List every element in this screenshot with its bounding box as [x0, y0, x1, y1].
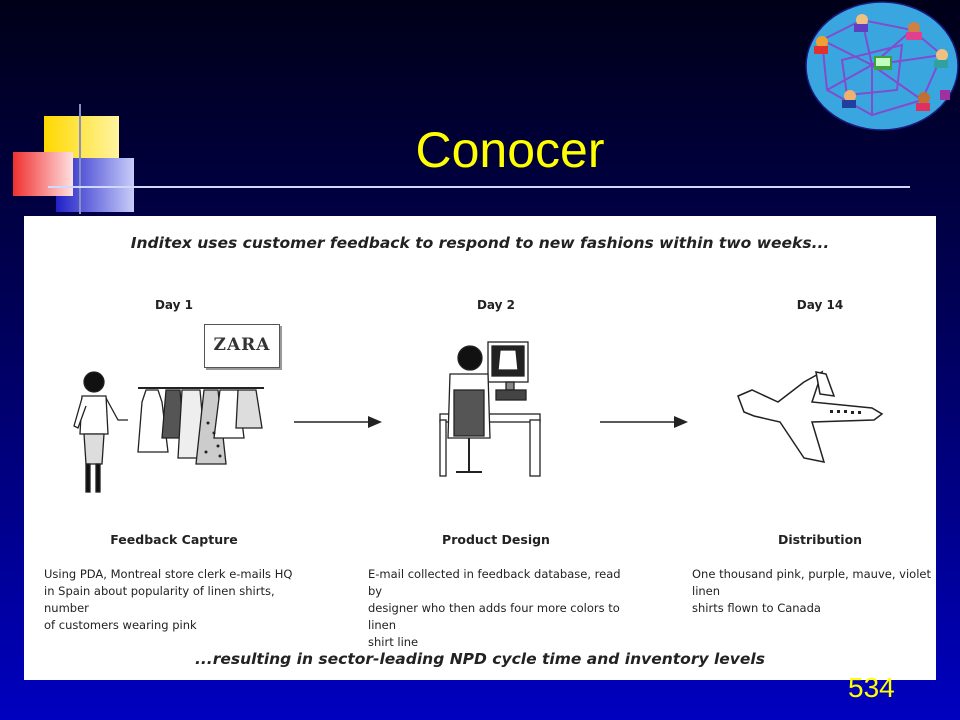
description-line: in Spain about popularity of linen shirt… [44, 584, 275, 615]
description-line: shirt line [368, 635, 419, 649]
day-1-label: Day 1 [154, 298, 194, 312]
globe-network-icon [805, 1, 959, 131]
deco-square-red [13, 152, 73, 196]
figure-headline: Inditex uses customer feedback to respon… [130, 234, 830, 252]
product-design-description: E-mail collected in feedback database, r… [368, 566, 638, 651]
day-14-label: Day 14 [796, 298, 844, 312]
stage-distribution: Distribution [777, 532, 863, 547]
deco-vertical-line [79, 104, 81, 214]
slide-title: Conocer [415, 122, 605, 178]
airplane-illustration [737, 370, 884, 463]
day-2-label: Day 2 [476, 298, 516, 312]
stage-product-design: Product Design [442, 532, 550, 547]
description-line: of customers wearing pink [44, 618, 197, 632]
description-line: designer who then adds four more colors … [368, 601, 620, 632]
feedback-capture-description: Using PDA, Montreal store clerk e-mails … [44, 566, 314, 634]
figure-panel: Inditex uses customer feedback to respon… [24, 216, 936, 680]
description-line: shirts flown to Canada [692, 601, 821, 615]
flow-arrow-2 [600, 416, 688, 428]
flow-arrow-1 [294, 416, 382, 428]
description-line: One thousand pink, purple, mauve, violet… [692, 567, 931, 598]
zara-sign-text: ZARA [213, 335, 271, 355]
title-divider [48, 186, 910, 188]
description-line: E-mail collected in feedback database, r… [368, 567, 621, 598]
designer-computer-illustration [439, 341, 541, 477]
store-clerk-illustration [73, 371, 264, 493]
distribution-description: One thousand pink, purple, mauve, violet… [692, 566, 932, 617]
slide-number: 534 [848, 672, 895, 703]
figure-footer: ...resulting in sector-leading NPD cycle… [195, 650, 765, 668]
zara-store-sign: ZARA [204, 324, 280, 368]
description-line: Using PDA, Montreal store clerk e-mails … [44, 567, 293, 581]
stage-feedback-capture: Feedback Capture [110, 532, 238, 547]
